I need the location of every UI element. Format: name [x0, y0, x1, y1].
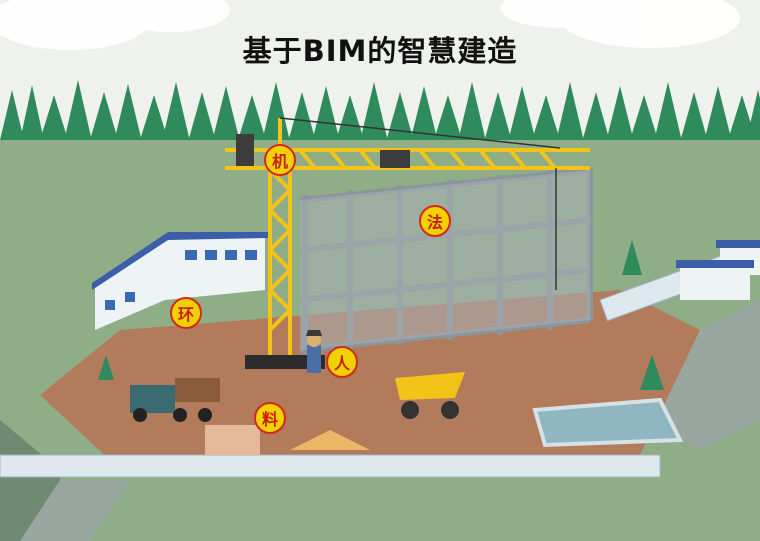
- page-title: 基于BIM的智慧建造: [242, 34, 518, 68]
- log-truck: [130, 378, 220, 422]
- worker: [306, 330, 322, 373]
- right-dormitories: [676, 240, 760, 300]
- dormitory: [92, 232, 268, 330]
- badge-environment: 环: [170, 297, 202, 329]
- badge-person: 人: [326, 346, 358, 378]
- badge-method: 法: [419, 205, 451, 237]
- treeline: [0, 80, 760, 150]
- small-trees: [98, 240, 664, 390]
- dump-truck: [395, 372, 465, 419]
- badge-material: 料: [254, 402, 286, 434]
- badge-machine: 机: [264, 144, 296, 176]
- material-piles: [205, 425, 370, 455]
- clouds: [0, 0, 740, 50]
